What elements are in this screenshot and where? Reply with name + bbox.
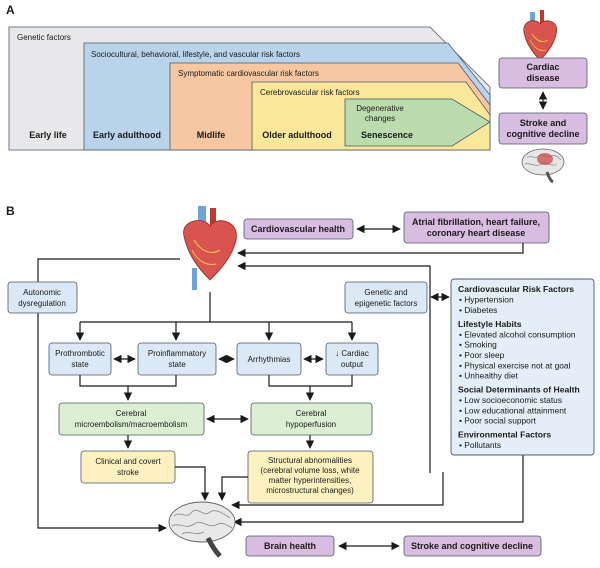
hypoperfusion-box [250,402,373,436]
arrow-structural-to-brain [217,476,248,501]
risk-item: • Low socioeconomic status [459,395,562,405]
structural-label-3: matter hyperintensities, [269,476,352,485]
stage-older-adulthood: Older adulthood [262,130,332,140]
structural-label-2: (cerebral volume loss, white [260,466,360,475]
atrial-label-1: Atrial fibrillation, heart failure, [412,217,540,227]
cardiac-disease-label-1: Cardiac [526,62,559,72]
proinflammatory-label-1: Proinflammatory [148,349,206,358]
stage-senescence: Senescence [361,130,413,140]
degenerative-label-1: Degenerative [356,104,404,113]
symptomatic-label: Symptomatic cardiovascular risk factors [178,69,319,78]
risk-section-title: Cardiovascular Risk Factors [458,284,574,294]
stroke-cognitive-box-b [403,535,542,557]
arrow-left-loop [37,258,180,533]
autonomic-dysregulation-box [7,281,78,314]
prothrombotic-label-2: state [71,360,89,369]
genetic-epigenetic-box [344,281,428,314]
brain-health-label: Brain health [264,541,316,551]
risk-section-title: Environmental Factors [458,430,551,440]
genetic-label-2: epigenetic factors [355,299,418,308]
embolism-label-2: microembolism/macroembolism [75,420,188,429]
prothrombotic-box [48,342,112,376]
cerebrovascular-label: Cerebrovascular risk factors [260,88,360,97]
arrow-atrial-to-heart [237,243,524,258]
clinical-label-2: stroke [117,468,139,477]
cardiac-disease-label-2: disease [526,73,559,83]
risk-section-title: Lifestyle Habits [458,319,522,329]
heart-icon [523,10,558,61]
autonomic-label-2: dysregulation [18,299,66,308]
brain-health-box [245,535,335,557]
layer-degenerative [344,98,491,147]
arrow-risk-to-brain [233,455,524,527]
embolism-box [58,402,205,436]
structural-label-4: microstructural changes) [266,486,354,495]
clinical-stroke-box [80,450,176,484]
hypoperfusion-label-2: hypoperfusion [286,420,336,429]
risk-item: • Physical exercise not at goal [459,360,571,370]
arrhythmias-label: Arrhythmias [248,355,291,364]
risk-section-title: Social Determinants of Health [458,385,580,395]
arrow-clinical-to-brain [175,466,210,501]
brain-icon [521,148,565,184]
proinflammatory-box [137,342,217,376]
brain-icon [168,501,236,558]
merge-right [268,375,353,387]
clinical-label-1: Clinical and covert [95,457,161,466]
panel-a-label: A [6,3,15,17]
cardiovascular-health-box [243,218,354,240]
stroke-cognitive-a-label-1: Stroke and [520,118,567,128]
genetic-label-1: Genetic and [364,288,407,297]
genetic-factors-label: Genetic factors [17,33,71,42]
stage-early-adulthood: Early adulthood [93,130,161,140]
risk-item: • Hypertension [459,295,514,305]
structural-label-1: Structural abnormalities [268,456,352,465]
panel-b-label: B [6,204,15,218]
cardiac-output-box [325,342,379,376]
prothrombotic-label-1: Prothrombotic [55,349,105,358]
arrow-risk-to-brain-2 [231,472,444,510]
cardiac-output-label-1: ↓ Cardiac [335,349,369,358]
stroke-cognitive-box-a [498,112,588,145]
atrial-fibrillation-box [403,211,550,244]
proinflammatory-label-2: state [168,360,186,369]
risk-item: • Low educational attainment [459,405,567,415]
risk-item: • Poor sleep [459,350,505,360]
autonomic-label-1: Autonomic [23,288,61,297]
life-stage-layers [8,26,491,151]
risk-factors-list: Cardiovascular Risk Factors• Hypertensio… [458,284,580,450]
atrial-label-2: coronary heart disease [427,228,526,238]
stroke-cognitive-b-label: Stroke and cognitive decline [411,541,533,551]
risk-item: • Poor social support [459,416,537,426]
risk-factors-panel [450,278,595,456]
cardiac-disease-box [498,57,588,89]
merge-left [79,375,177,387]
risk-item: • Elevated alcohol consumption [459,329,576,339]
stroke-cognitive-a-label-2: cognitive decline [506,129,579,139]
risk-item: • Unhealthy diet [459,371,518,381]
distribution-line [80,292,352,323]
stage-early-life: Early life [29,130,67,140]
arrow-risk-to-heart [237,261,431,473]
embolism-label-1: Cerebral [116,409,147,418]
risk-item: • Diabetes [459,305,497,315]
risk-item: • Smoking [459,340,497,350]
sociocultural-label: Sociocultural, behavioral, lifestyle, an… [91,50,300,59]
cardiovascular-health-label: Cardiovascular health [251,224,345,234]
hypoperfusion-label-1: Cerebral [296,409,327,418]
heart-icon [183,206,237,290]
stage-midlife: Midlife [197,130,226,140]
risk-item: • Pollutants [459,440,501,450]
cardiac-output-label-2: output [341,360,364,369]
degenerative-label-2: changes [365,114,395,123]
